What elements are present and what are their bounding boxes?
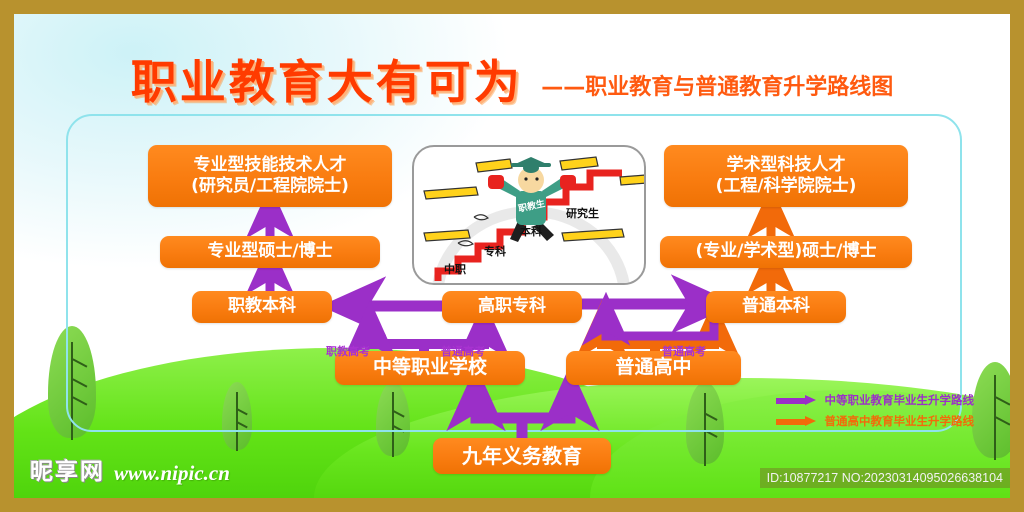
legend: 中等职业教育毕业生升学路线 普通高中教育毕业生升学路线: [775, 392, 975, 434]
edge-label-vocational-gaokao: 职教高考: [326, 345, 370, 358]
illustration-label-step-2: 专科: [484, 245, 506, 258]
legend-item-vocational: 中等职业教育毕业生升学路线: [775, 392, 975, 408]
box-vocational-undergraduate[interactable]: 职教本科: [192, 291, 332, 323]
legend-item-regular: 普通高中教育毕业生升学路线: [775, 413, 975, 429]
watermark-logo: 昵享网: [30, 459, 105, 485]
box-line-2: (工程/科学院院士): [715, 176, 857, 196]
box-line-1: 专业型技能技术人才: [193, 154, 347, 175]
box-regular-high-school[interactable]: 普通高中: [566, 351, 741, 385]
box-line-2: (研究员/工程院院士): [191, 176, 349, 196]
box-academic-talent[interactable]: 学术型科技人才 (工程/科学院院士): [664, 145, 908, 207]
image-id-text: ID:10877217 NO:20230314095026638104: [759, 468, 1010, 488]
edge-label-regular-gaokao-left: 普通高考: [441, 345, 485, 358]
illustration-label-step-4: 研究生: [566, 207, 599, 220]
page-subtitle: ——职业教育与普通教育升学路线图: [541, 75, 894, 100]
tree-icon: [222, 382, 252, 452]
watermark: 昵享网 www.nipic.cn: [30, 452, 230, 486]
edge-label-regular-gaokao-right: 普通高考: [662, 345, 706, 358]
box-line-1: 职教本科: [228, 296, 296, 317]
box-professional-talent[interactable]: 专业型技能技术人才 (研究员/工程院院士): [148, 145, 392, 207]
box-line-1: 普通高中: [615, 356, 692, 379]
illustration-label-step-1: 中职: [444, 263, 466, 276]
illustration-label-step-3: 本科: [520, 225, 542, 238]
box-line-1: 高职专科: [478, 296, 546, 317]
box-higher-vocational-college[interactable]: 高职专科: [442, 291, 582, 323]
box-line-1: 学术型科技人才: [726, 154, 846, 175]
arrow-purple-icon: [775, 394, 818, 405]
box-line-1: 九年义务教育: [462, 443, 582, 468]
box-line-1: (专业/学术型)硕士/博士: [695, 241, 877, 262]
tree-icon: [972, 362, 1010, 460]
box-regular-undergraduate[interactable]: 普通本科: [706, 291, 846, 323]
tree-icon: [686, 382, 724, 466]
box-academic-master[interactable]: (专业/学术型)硕士/博士: [660, 236, 912, 268]
header: 职业教育大有可为 ——职业教育与普通教育升学路线图: [14, 46, 1010, 112]
box-line-1: 中等职业学校: [372, 356, 487, 379]
arrow-orange-icon: [775, 415, 818, 426]
legend-label-vocational: 中等职业教育毕业生升学路线: [824, 393, 975, 407]
tree-icon: [376, 382, 410, 458]
box-line-1: 专业型硕士/博士: [207, 241, 333, 262]
box-line-1: 普通本科: [742, 296, 810, 317]
watermark-url: www.nipic.cn: [114, 461, 230, 485]
legend-label-regular: 普通高中教育毕业生升学路线: [824, 414, 975, 428]
box-compulsory-education[interactable]: 九年义务教育: [433, 438, 611, 474]
box-professional-master[interactable]: 专业型硕士/博士: [160, 236, 380, 268]
illustration-graduate-stairs: 职教生 研究生 本科 专科 中职: [412, 145, 646, 285]
page-title: 职业教育大有可为: [130, 55, 523, 109]
diagram-panel-outline: [66, 114, 962, 432]
poster-canvas: 职业教育大有可为 ——职业教育与普通教育升学路线图: [14, 14, 1010, 498]
